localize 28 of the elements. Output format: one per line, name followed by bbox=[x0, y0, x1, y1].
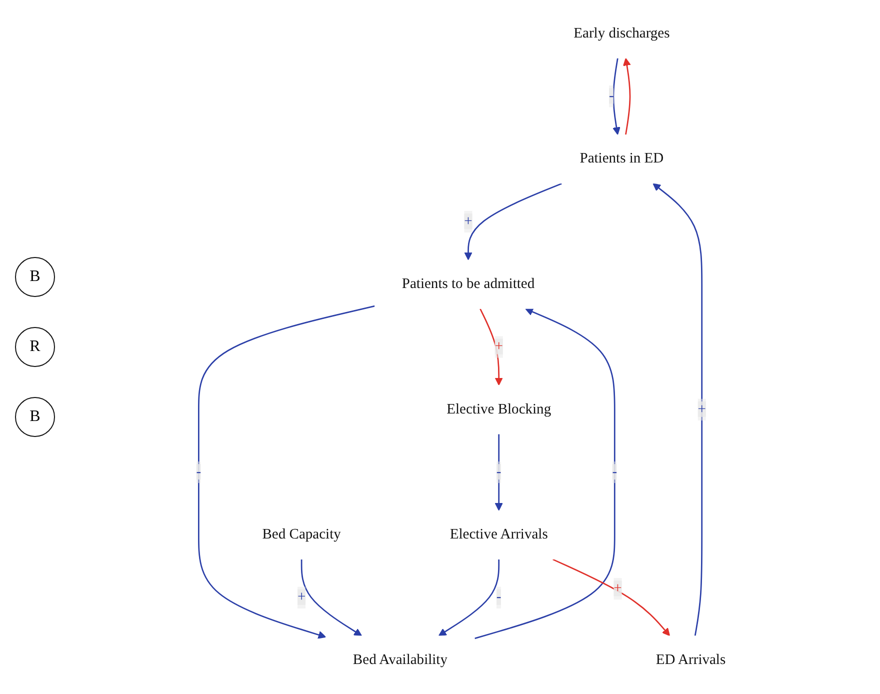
node-text: Patients in ED bbox=[580, 150, 664, 166]
edge-label: + bbox=[464, 214, 473, 229]
node-text: Bed Capacity bbox=[262, 526, 342, 542]
edge-label: - bbox=[196, 464, 202, 480]
loop-label: B bbox=[15, 397, 55, 437]
loop-label: B bbox=[15, 257, 55, 297]
node-text: Bed Availability bbox=[353, 652, 448, 668]
edge-label: + bbox=[298, 589, 306, 605]
node-text: Early discharges bbox=[574, 26, 670, 42]
edge-label: - bbox=[609, 88, 614, 104]
node-text: Patients to be admitted bbox=[402, 276, 536, 292]
arrow bbox=[198, 305, 376, 639]
arrow bbox=[653, 183, 703, 636]
edge-label: - bbox=[496, 589, 502, 605]
arrow bbox=[474, 308, 616, 640]
edge-label: + bbox=[495, 338, 504, 354]
node-text: Elective Arrivals bbox=[450, 526, 548, 542]
edge-label: + bbox=[614, 580, 622, 596]
loop-label: R bbox=[15, 327, 55, 367]
arrow bbox=[623, 58, 632, 135]
arrow bbox=[301, 559, 362, 636]
edge-label: - bbox=[496, 464, 502, 480]
arrow bbox=[553, 558, 670, 636]
edge-label: - bbox=[612, 464, 618, 480]
node-text: ED Arrivals bbox=[656, 652, 726, 668]
arrow bbox=[438, 559, 500, 636]
edge-label: + bbox=[698, 401, 706, 417]
node-text: Elective Blocking bbox=[447, 401, 552, 417]
